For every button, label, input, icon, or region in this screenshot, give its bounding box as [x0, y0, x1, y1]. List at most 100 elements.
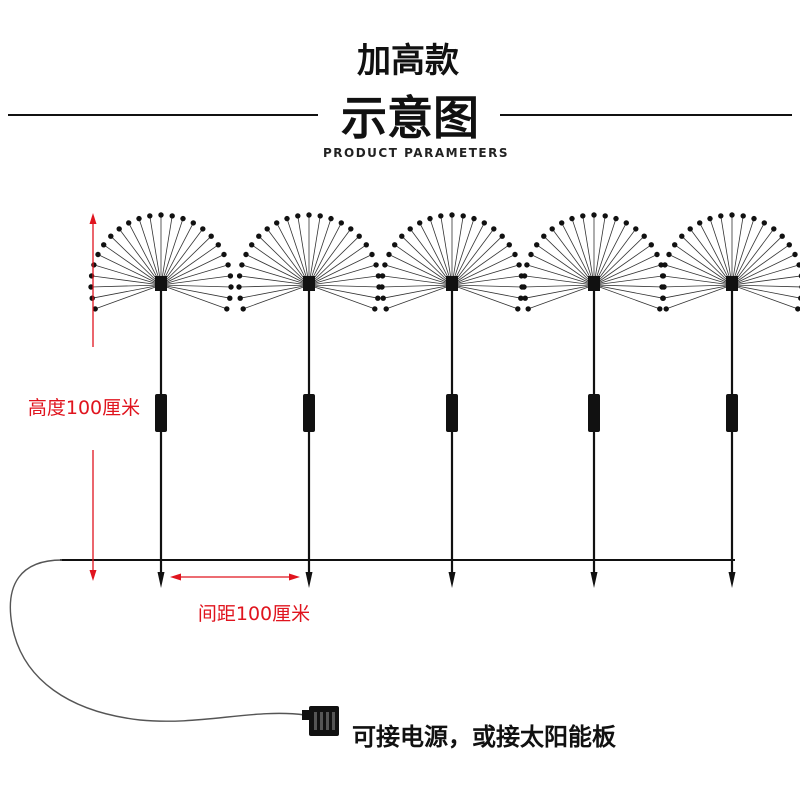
lamp-fiber	[401, 235, 453, 286]
lamp-stake	[236, 212, 382, 588]
height-label: 高度100厘米	[28, 397, 140, 419]
lamp-fiber	[308, 264, 377, 286]
lamp-bead	[761, 220, 767, 226]
power-cable	[9, 559, 306, 722]
lamp-fiber	[668, 254, 733, 286]
lamp-bead	[407, 226, 413, 232]
lamp-bead	[751, 215, 757, 222]
lamp-bead	[521, 273, 528, 279]
lamp-bead	[180, 215, 186, 222]
lamp-fiber	[308, 235, 360, 286]
lamp-bead	[786, 242, 792, 248]
lamp-bead	[264, 226, 270, 232]
lamp-fiber	[429, 218, 453, 286]
lamp-bead	[375, 295, 381, 301]
lamp-fiber	[160, 235, 212, 286]
lamp-fiber	[582, 215, 595, 286]
lamp-fiber	[308, 284, 378, 299]
lamp-bead	[89, 295, 95, 301]
lamp-fiber	[663, 284, 733, 299]
lamp-fiber	[451, 215, 464, 286]
ground-spike	[157, 572, 165, 588]
lamp-fiber	[709, 218, 733, 286]
lamp-fiber	[160, 284, 230, 299]
ground-spike	[448, 572, 456, 588]
lamp-bead	[591, 212, 597, 218]
lamp-fiber	[382, 275, 453, 286]
lamp-bead	[356, 233, 362, 239]
lamp-fiber	[536, 244, 595, 286]
lamp-fiber	[160, 222, 194, 286]
lamp-fiber	[561, 222, 595, 286]
lamp-fiber	[95, 284, 162, 310]
lamp-fiber	[593, 244, 652, 286]
lamp-bead	[363, 242, 369, 248]
lamp-fiber	[720, 215, 733, 286]
lamp-fiber	[451, 284, 523, 288]
lamp-fiber	[731, 228, 775, 286]
lamp-bead	[659, 273, 666, 279]
lamp-fiber	[524, 275, 595, 286]
lamp-fiber	[384, 264, 453, 286]
lamp-fiber	[674, 244, 733, 286]
lamp-fiber	[394, 244, 453, 286]
lamp-bead	[697, 220, 703, 226]
spacing-dimension-arrow-right	[289, 573, 300, 581]
lamp-fiber	[266, 228, 310, 286]
lamp-fiber	[451, 228, 495, 286]
lamp-bead	[522, 295, 528, 301]
lamp-fiber	[110, 235, 162, 286]
lamp-fiber	[160, 284, 227, 310]
lamp-fiber	[451, 284, 521, 299]
lamp-fiber	[593, 228, 637, 286]
lamp-bead	[256, 233, 262, 239]
pole-connector	[155, 394, 167, 432]
lamp-fiber	[530, 254, 595, 286]
lamp-fiber	[551, 228, 595, 286]
lamp-bead	[382, 262, 388, 268]
lamp-bead	[515, 306, 521, 312]
lamp-bead	[227, 273, 234, 279]
lamp-fiber	[699, 222, 733, 286]
lamp-bead	[471, 215, 477, 222]
lamp-bead	[240, 306, 246, 312]
lamp-bead	[236, 273, 243, 279]
lamp-bead	[227, 295, 233, 301]
lamp-bead	[657, 306, 663, 312]
lamp-fiber	[97, 254, 162, 286]
plug-connector-icon	[302, 706, 339, 736]
lamp-fiber	[440, 215, 453, 286]
lamp-hub	[446, 276, 458, 291]
lamp-fiber	[160, 275, 231, 286]
lamp-bead	[623, 220, 629, 226]
pole-connector	[588, 394, 600, 432]
power-caption: 可接电源，或接太阳能板	[352, 723, 617, 751]
lamp-bead	[512, 251, 518, 258]
lamp-fiber	[160, 284, 232, 288]
lamp-bead	[158, 212, 164, 218]
lamp-bead	[613, 215, 619, 222]
lamp-fiber	[526, 264, 595, 286]
lamp-bead	[795, 306, 800, 312]
lamp-bead	[92, 306, 98, 312]
lamp-bead	[549, 226, 555, 232]
lamp-fiber	[138, 218, 162, 286]
lamp-bead	[740, 213, 746, 219]
lamp-bead	[481, 220, 487, 226]
lamp-fiber	[731, 284, 798, 310]
lamp-fiber	[525, 284, 595, 299]
lamp-fiber	[251, 244, 310, 286]
lamp-bead	[499, 233, 505, 239]
lamp-bead	[379, 284, 385, 290]
lamp-bead	[541, 233, 547, 239]
lamp-fiber	[238, 284, 310, 288]
spacing-dimension-arrow-left	[170, 573, 181, 581]
lamp-fiber	[593, 264, 662, 286]
lamp-bead	[518, 295, 524, 301]
lamp-fiber	[451, 275, 522, 286]
lamp-fiber	[128, 222, 162, 286]
lamp-fiber	[593, 215, 606, 286]
lamp-fiber	[451, 284, 518, 310]
lamp-hub	[588, 276, 600, 291]
lamp-bead	[239, 262, 245, 268]
